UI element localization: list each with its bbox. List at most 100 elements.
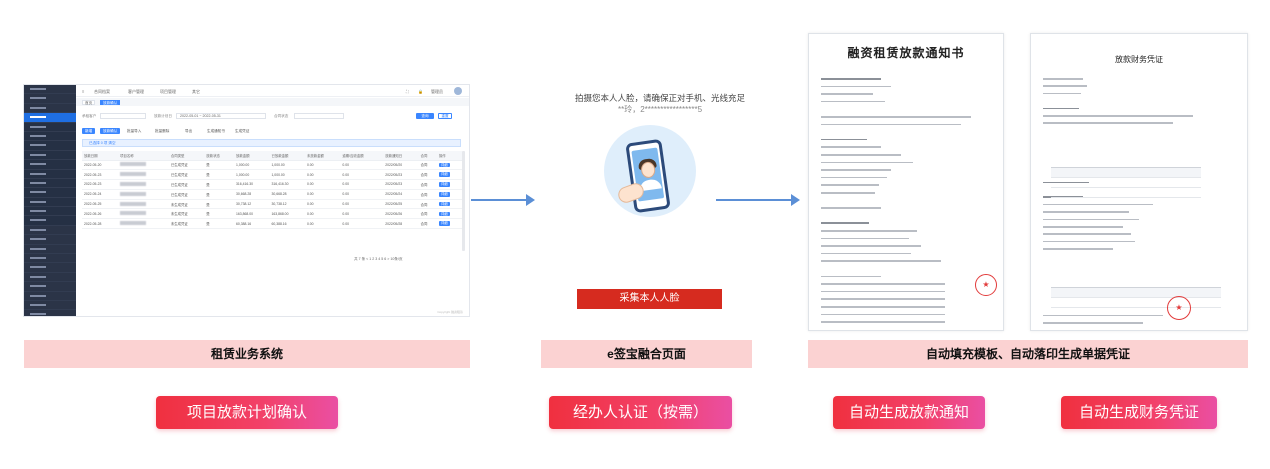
table-cell: 合同 bbox=[418, 179, 437, 190]
sidebar-item[interactable] bbox=[24, 207, 76, 217]
text-line bbox=[1043, 107, 1079, 110]
client-input[interactable] bbox=[100, 113, 146, 119]
sidebar-item[interactable] bbox=[24, 131, 76, 142]
sidebar-item[interactable] bbox=[24, 104, 76, 114]
table-header: 放款日期项目名称合同类型放款状态放款金额已放款金额未放款金额逾期/应收金额放款通… bbox=[82, 151, 462, 161]
detail-button[interactable]: 详细 bbox=[438, 211, 450, 217]
text-line bbox=[1043, 181, 1089, 184]
sidebar-item[interactable] bbox=[24, 254, 76, 264]
text-line bbox=[1043, 85, 1087, 87]
sidebar-item[interactable] bbox=[24, 273, 76, 283]
detail-link-cell[interactable]: 详细 bbox=[436, 160, 462, 171]
user-name[interactable]: 管理员 bbox=[431, 89, 443, 94]
status-select[interactable] bbox=[294, 113, 344, 119]
redacted-text bbox=[120, 211, 147, 216]
search-button[interactable]: 查询 bbox=[416, 113, 434, 119]
table-scrollbar[interactable] bbox=[462, 151, 465, 251]
detail-link-cell[interactable]: 详细 bbox=[436, 189, 462, 200]
collect-face-button[interactable]: 采集本人人脸 bbox=[577, 289, 722, 309]
detail-button[interactable]: 详细 bbox=[438, 162, 450, 168]
sidebar-item[interactable] bbox=[24, 178, 76, 189]
sidebar-item[interactable] bbox=[24, 160, 76, 170]
redacted-text bbox=[120, 162, 147, 167]
action-button[interactable]: 放款确认 bbox=[100, 128, 121, 134]
action-button[interactable]: 新增 bbox=[82, 128, 96, 134]
text-line bbox=[821, 222, 869, 224]
tab-home[interactable]: 首页 bbox=[82, 99, 96, 105]
column-header: 已放款金额 bbox=[269, 151, 305, 161]
sidebar-item[interactable] bbox=[24, 169, 76, 179]
detail-button[interactable]: 详细 bbox=[438, 221, 450, 226]
operator-auth-button[interactable]: 经办人认证（按需） bbox=[549, 396, 732, 429]
sidebar-item[interactable] bbox=[24, 310, 76, 316]
detail-link-cell[interactable]: 详细 bbox=[436, 199, 462, 210]
avatar[interactable] bbox=[454, 87, 462, 95]
loan-plan-confirm-button[interactable]: 项目放款计划确认 bbox=[156, 396, 338, 429]
sidebar-item[interactable] bbox=[24, 188, 76, 198]
table-cell: 2022-05-23 bbox=[82, 179, 119, 190]
table-cell: 163,868.00 bbox=[269, 208, 305, 220]
table-cell: 0.00 bbox=[340, 179, 384, 190]
auto-voucher-button[interactable]: 自动生成财务凭证 bbox=[1061, 396, 1217, 429]
top-menu-1[interactable]: 合同档案 bbox=[94, 89, 110, 94]
fullscreen-icon[interactable]: ⛶ bbox=[406, 89, 409, 94]
sidebar-item[interactable] bbox=[24, 263, 76, 273]
pagination[interactable]: 共 7 条 < 1 2 3 4 5 6 > 10条/页 bbox=[354, 257, 403, 261]
text-line bbox=[1043, 314, 1163, 317]
detail-button[interactable]: 详细 bbox=[438, 201, 450, 207]
detail-button[interactable]: 详细 bbox=[438, 182, 450, 187]
menu-icon[interactable]: ≡ bbox=[82, 89, 85, 94]
top-menu-4[interactable]: 其它 bbox=[192, 89, 200, 94]
sidebar-item[interactable] bbox=[24, 94, 76, 104]
table-cell: 是 bbox=[204, 218, 234, 230]
sidebar-item[interactable] bbox=[24, 282, 76, 292]
detail-link-cell[interactable]: 详细 bbox=[436, 208, 462, 220]
action-button[interactable]: 生成凭证 bbox=[235, 129, 250, 133]
sidebar-item[interactable] bbox=[24, 245, 76, 255]
detail-button[interactable]: 详细 bbox=[438, 172, 450, 177]
table-cell: 60,388.16 bbox=[234, 218, 270, 230]
sidebar-item[interactable] bbox=[24, 301, 76, 311]
top-menu-2[interactable]: 客户管理 bbox=[128, 89, 144, 94]
text-line bbox=[821, 93, 873, 95]
action-button[interactable]: 批量导入 bbox=[127, 129, 142, 133]
sidebar-item[interactable] bbox=[24, 85, 76, 95]
table-cell: 30,738.12 bbox=[234, 199, 270, 210]
doc2-table-1 bbox=[1051, 167, 1201, 198]
action-button[interactable]: 导出 bbox=[185, 129, 193, 133]
column-header: 合同类型 bbox=[168, 151, 205, 161]
lock-icon[interactable]: 🔒 bbox=[418, 89, 423, 94]
sidebar-item[interactable] bbox=[24, 216, 76, 226]
detail-link-cell[interactable]: 详细 bbox=[436, 169, 462, 181]
action-button[interactable]: 批量删除 bbox=[155, 129, 170, 133]
top-menu-3[interactable]: 项目管理 bbox=[160, 89, 176, 94]
tab-loan-confirm[interactable]: 放款确认 bbox=[100, 99, 121, 105]
detail-link-cell[interactable]: 详细 bbox=[436, 218, 462, 230]
doc2-table-2 bbox=[1051, 287, 1221, 308]
table-cell: 合同 bbox=[418, 169, 437, 181]
sidebar-item[interactable] bbox=[24, 197, 76, 208]
table-cell: 是 bbox=[204, 179, 234, 190]
reset-button[interactable]: 重置 bbox=[438, 113, 452, 119]
text-line bbox=[821, 184, 879, 186]
sidebar-item[interactable] bbox=[24, 141, 76, 151]
sidebar-item[interactable] bbox=[24, 235, 76, 245]
action-button[interactable]: 生成通知书 bbox=[207, 129, 225, 133]
detail-link-cell[interactable]: 详细 bbox=[436, 179, 462, 190]
sidebar-item[interactable] bbox=[24, 122, 76, 132]
sidebar-item[interactable] bbox=[24, 150, 76, 161]
date-range-input[interactable]: 2022-05-01 ~ 2022-05-31 bbox=[176, 113, 266, 119]
sidebar-item[interactable] bbox=[24, 292, 76, 301]
sidebar-item[interactable] bbox=[24, 226, 76, 236]
auto-loan-notice-button[interactable]: 自动生成放款通知 bbox=[833, 396, 985, 429]
detail-button[interactable]: 详细 bbox=[438, 192, 450, 197]
sidebar-item[interactable] bbox=[24, 113, 76, 123]
table-cell: 2022/05/20 bbox=[383, 160, 419, 171]
